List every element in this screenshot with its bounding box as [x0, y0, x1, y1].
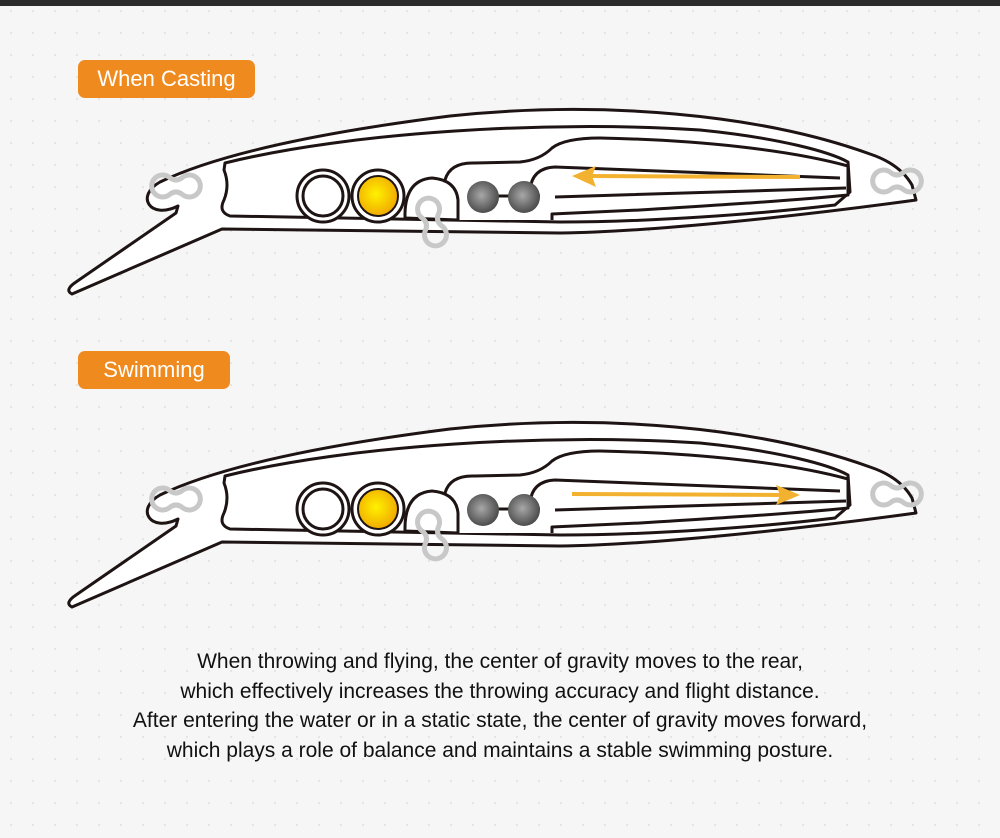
line-tie-ring-icon: [149, 485, 203, 513]
weight-ball-icon: [357, 175, 399, 217]
description: When throwing and flying, the center of …: [0, 647, 1000, 765]
empty-ball-slot: [301, 174, 345, 218]
description-line: After entering the water or in a static …: [132, 709, 868, 732]
lure-diagram-swimming: [67, 421, 924, 609]
lure-diagram-casting: [67, 108, 924, 296]
line-tie-ring-icon: [149, 172, 203, 200]
tail-hook-ring-icon: [870, 480, 924, 508]
description-line: which effectively increases the throwing…: [180, 679, 820, 703]
top-bar: [0, 0, 1000, 6]
steel-ball-icon: [508, 494, 540, 526]
steel-ball-icon: [467, 181, 499, 213]
empty-ball-slot: [301, 487, 345, 531]
belly-hook-ring-icon: [415, 508, 449, 562]
tail-hook-ring-icon: [870, 167, 924, 195]
arrow-rear-icon: [572, 166, 801, 187]
when-casting-label: When Casting: [78, 60, 255, 98]
belly-hook-ring-icon: [415, 195, 449, 249]
steel-ball-icon: [508, 181, 540, 213]
weight-track: [443, 136, 850, 220]
steel-ball-icon: [467, 494, 499, 526]
weight-ball-icon: [357, 488, 399, 530]
description-line: When throwing and flying, the center of …: [197, 650, 803, 673]
swimming-label: Swimming: [78, 351, 230, 389]
arrow-forward-icon: [571, 485, 800, 505]
description-line: which plays a role of balance and mainta…: [166, 738, 834, 762]
weight-track: [443, 449, 850, 533]
